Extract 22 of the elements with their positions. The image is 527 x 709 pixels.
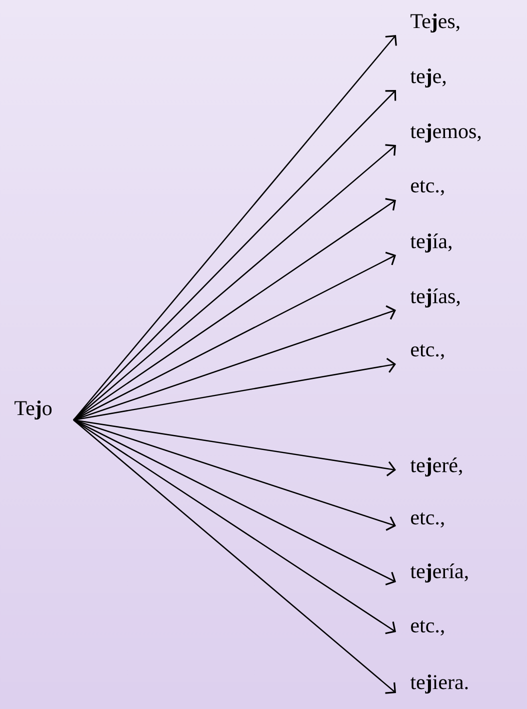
word-form: etc., [411,512,444,528]
arrow [73,419,396,586]
word-form: teje, [410,68,446,88]
word-form: etc., [411,620,444,636]
root-word: Tejo [14,400,52,420]
word-form: tejemos, [410,123,481,143]
word-form: tejiera. [410,674,468,694]
arrow [73,252,396,421]
arrow [73,419,396,634]
word-form: Tejes, [410,13,460,33]
arrow [73,358,396,421]
arrow [73,144,396,420]
word-form: etc., [411,180,444,196]
word-form: tejeré, [410,457,462,477]
word-form: etc., [411,344,444,360]
arrow [73,198,396,421]
arrow [73,419,396,476]
arrow [73,420,396,694]
word-form: tejía, [410,233,452,253]
word-form: tejías, [410,288,460,308]
word-form: tejería, [410,563,468,583]
arrow [73,419,396,531]
